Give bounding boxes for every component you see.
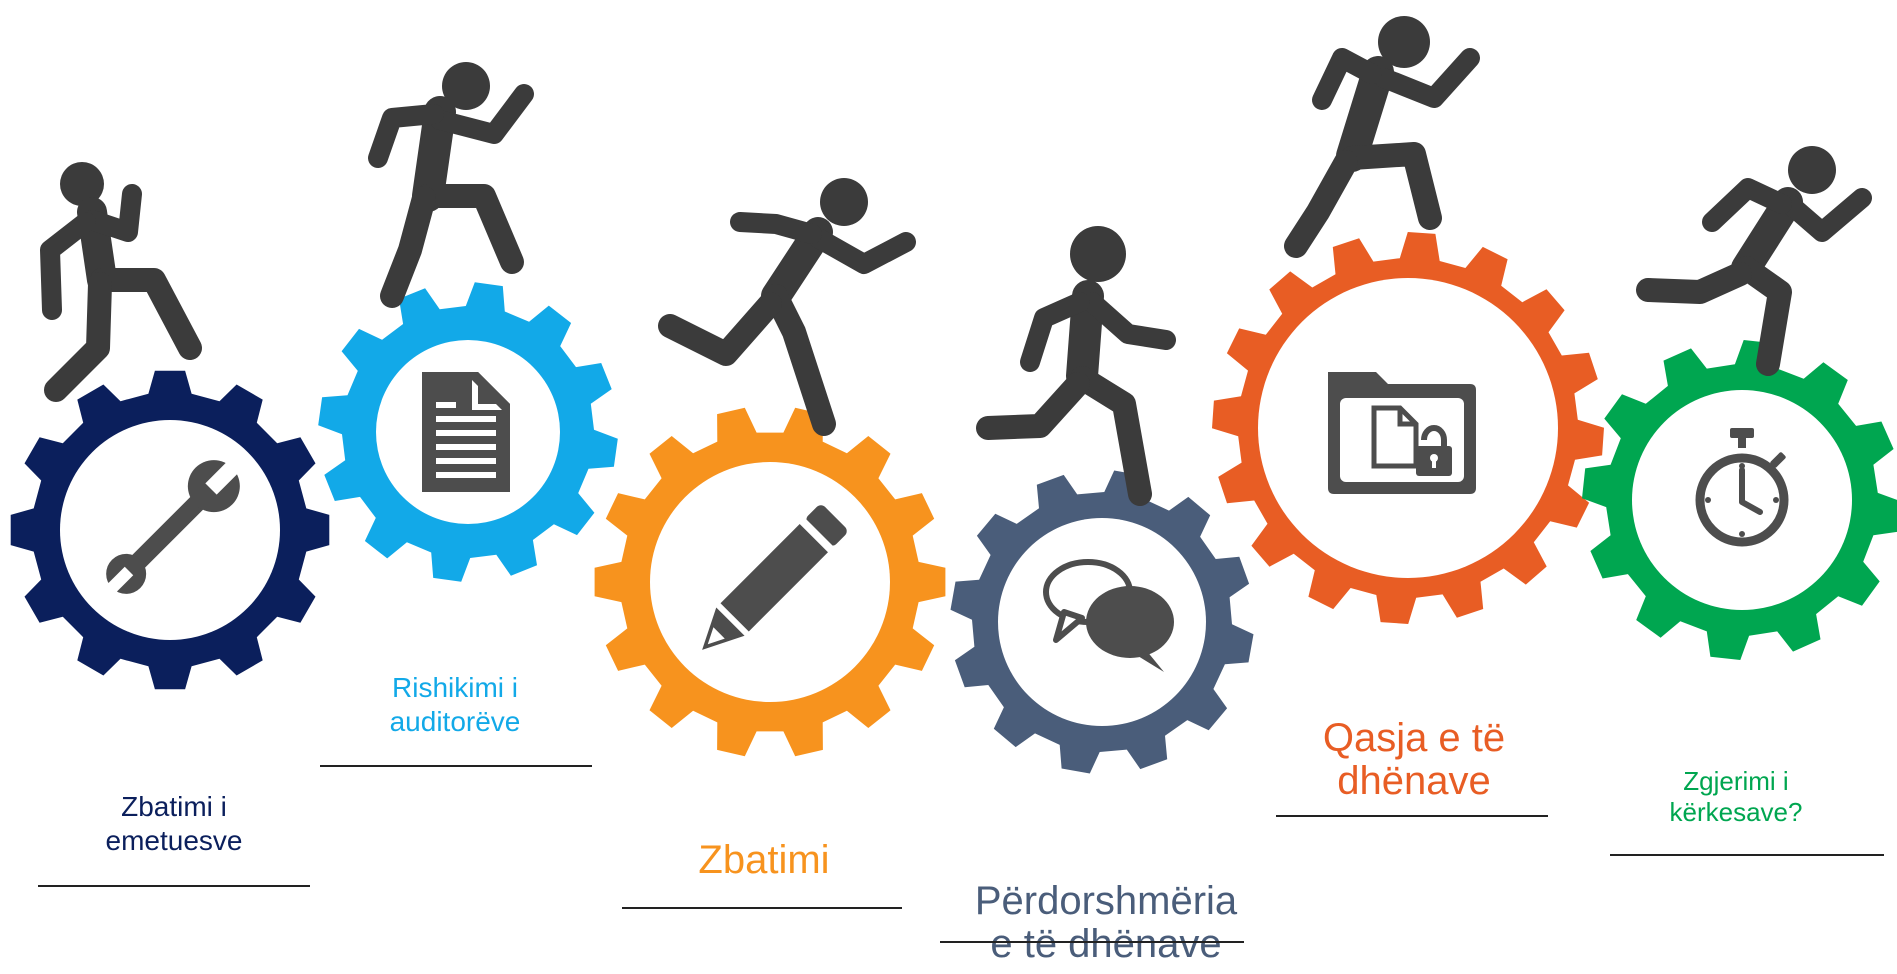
stage-label-rishikimi-auditoreve: Rishikimi i auditorëve — [330, 671, 580, 738]
gear-stopwatch — [1582, 340, 1897, 660]
stage-label-perdorshmeria: Përdorshmëria e të dhënave — [946, 879, 1266, 967]
label-line: Qasja e të — [1322, 716, 1506, 760]
label-line: auditorëve — [389, 705, 521, 737]
label-line: e të dhënave — [990, 922, 1222, 967]
label-line: emetuesve — [105, 824, 243, 856]
pencil-icon — [702, 505, 847, 650]
label-line: kërkesave? — [1669, 797, 1803, 828]
stage-label-zgjerimi: Zgjerimi i kërkesave? — [1606, 766, 1866, 828]
runner-figure — [976, 226, 1176, 506]
gear-locked-folder — [1212, 232, 1604, 624]
runner-figure — [1284, 16, 1480, 258]
stopwatch-icon — [1695, 428, 1789, 547]
label-line: dhënave — [1337, 759, 1491, 804]
gear-wrench — [10, 370, 330, 690]
runner-figure — [40, 162, 202, 402]
gear-pencil — [594, 407, 946, 757]
wrench-icon — [106, 459, 241, 594]
gear-document — [318, 282, 618, 582]
stage-label-qasja: Qasja e të dhënave — [1274, 716, 1554, 804]
divider-line — [1276, 815, 1548, 817]
chat-bubbles-icon — [1043, 559, 1174, 672]
divider-line — [1610, 854, 1884, 856]
label-line: Zgjerimi i — [1683, 766, 1789, 796]
runner-figure — [368, 62, 534, 308]
divider-line — [320, 765, 592, 767]
divider-line — [622, 907, 902, 909]
locked-folder-icon — [1328, 372, 1476, 494]
stage-label-zbatimi: Zbatimi — [624, 836, 904, 884]
label-line: Zbatimi — [698, 838, 830, 882]
divider-line — [38, 885, 310, 887]
document-icon — [422, 372, 510, 492]
runner-figure — [658, 178, 916, 436]
gear-chat — [950, 470, 1254, 774]
stage-label-zbatimi-emetuesve: Zbatimi i emetuesve — [54, 790, 294, 857]
label-line: Rishikimi i — [392, 672, 518, 703]
label-line: Përdorshmëria — [974, 879, 1238, 923]
label-line: Zbatimi i — [121, 791, 227, 822]
runner-figure — [1636, 146, 1872, 376]
divider-line — [940, 941, 1244, 943]
